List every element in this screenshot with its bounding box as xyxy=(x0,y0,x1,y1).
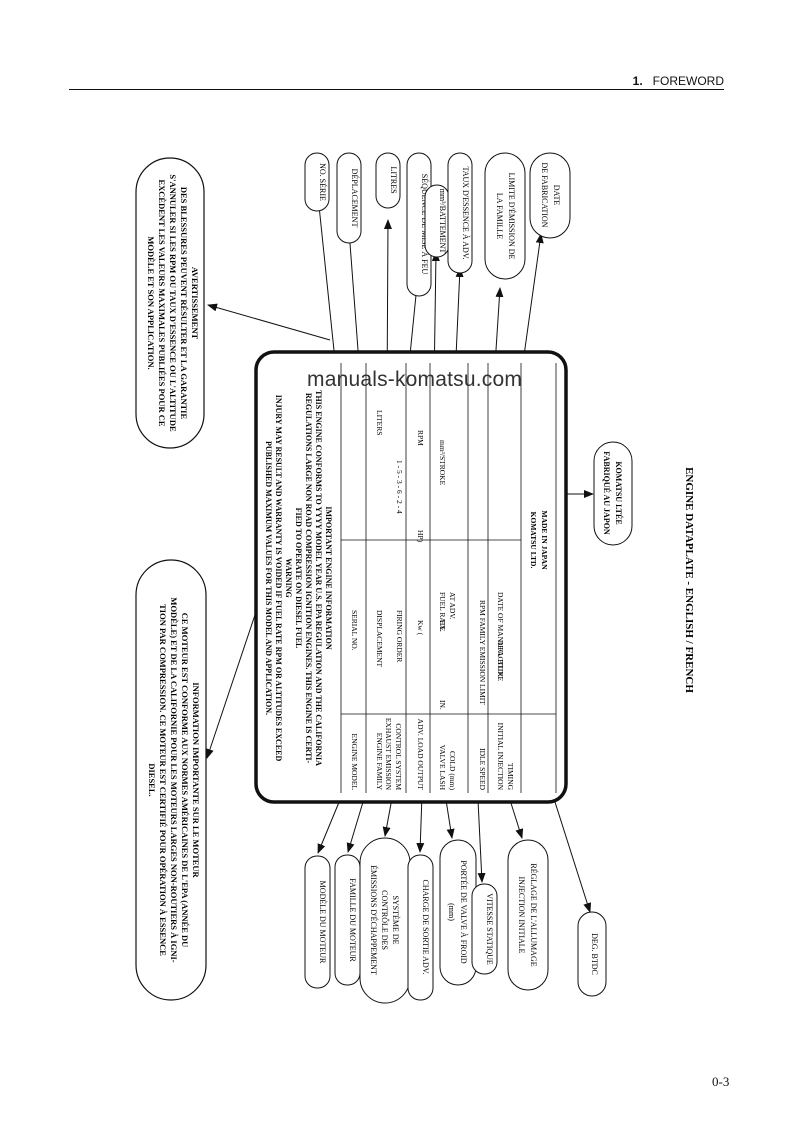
plate-heading-3: REGULATIONS LARGE NON ROAD COMPRESSION I… xyxy=(304,393,313,764)
plate-firing-order: FIRING ORDER xyxy=(395,610,404,662)
plate-ex: EX. xyxy=(438,620,447,632)
page-number: 0-3 xyxy=(712,1074,730,1089)
plate-timing: TIMING xyxy=(506,763,515,791)
plate-kw: Kw ( xyxy=(416,620,425,636)
top-callouts: NO. SÉRIE DÉPLACEMENT LITRES SÉQUENCE DE… xyxy=(304,152,571,297)
plate-idle-speed: IDLE SPEED xyxy=(478,748,487,790)
avert-title: AVERTISSEMENT xyxy=(190,267,200,340)
callout-systeme-2: CONTRÔLE DES xyxy=(380,890,390,950)
french-info-callout: INFORMATION IMPORTANTE SUR LE MOTEUR CE … xyxy=(135,559,207,1001)
callout-famille: FAMILLE DU MOTEUR xyxy=(348,878,357,962)
plate-in: IN. xyxy=(438,700,447,710)
fabrique-japon: FABRIQUÉ AU JAPON xyxy=(602,451,612,535)
chapter-title: FOREWORD xyxy=(652,74,724,88)
plate-cold-mm: COLD (mm) xyxy=(448,751,457,790)
plate-warning-1: INJURY MAY RESULT AND WARRANTY IS VOIDED… xyxy=(274,395,283,762)
plate-initial-injection: INITIAL INJECTION xyxy=(496,723,505,791)
plate-fuel-rate: FUEL RATE xyxy=(438,592,447,632)
callout-date-1: DATE xyxy=(552,185,561,206)
callout-vitesse: VITESSE STATIQUE xyxy=(485,893,494,965)
plate-heading-1: IMPORTANT ENGINE INFORMATION xyxy=(324,506,333,650)
plate-deg-btdc: DEG. BTDC xyxy=(496,640,505,679)
callout-deg-btdc: DEG. BTDC xyxy=(590,933,599,975)
chapter-number: 1. xyxy=(632,74,643,88)
bottom-callouts: MODÈLE DU MOTEUR FAMILLE DU MOTEUR SYSTÈ… xyxy=(304,837,607,1004)
avert-line-4: MODÈLE ET SON APPLICATION. xyxy=(146,236,156,369)
info-line-1: CE MOTEUR EST CONFORME AUX NORMES AMÉRIC… xyxy=(180,613,190,948)
plate-made-in-japan: MADE IN JAPAN xyxy=(540,510,549,570)
plate-hp: HP) xyxy=(416,530,425,543)
info-line-3: TION PAR COMPRESSION. CE MOTEUR EST CERT… xyxy=(158,604,168,956)
callout-portee-1: PORTÉE DE VALVE À FROID xyxy=(459,860,469,964)
info-line-4: DIESEL. xyxy=(147,763,157,796)
plate-displacement: DISPLACEMENT xyxy=(375,610,384,668)
callout-deplacement: DÉPLACEMENT xyxy=(350,169,360,228)
plate-heading-2: THIS ENGINE CONFORMS TO YYYY MODEL YEAR … xyxy=(314,390,323,766)
info-line-2: MODÈLE) ET DE LA CALIFORNIE POUR LES MOT… xyxy=(169,597,179,962)
plate-rpm: RPM xyxy=(416,430,425,446)
callout-limite-1: LIMITE D'ÉMISSION DE xyxy=(507,173,517,260)
plate-valve-lash: VALVE LASH xyxy=(438,745,447,791)
callout-no-serie: NO. SÉRIE xyxy=(318,163,328,201)
callout-reglage-1: RÉGLAGE DE L'ALLUMAGE xyxy=(529,863,539,966)
plate-exhaust-emission: EXHAUST EMISSION xyxy=(384,718,393,791)
plate-warning-title: WARNING xyxy=(284,558,293,598)
callout-systeme-1: SYSTÈME DE xyxy=(391,895,401,944)
plate-heading-4: FIED TO OPERATE ON DIESEL FUEL xyxy=(294,508,303,649)
callout-modele: MODÈLE DU MOTEUR xyxy=(318,881,328,964)
callout-portee-2: (mm) xyxy=(447,903,456,921)
callout-taux-essence: TAUX D'ESSENCE À ADV. xyxy=(461,166,471,259)
plate-firing-order-value: 1 - 5 - 3 - 6 - 2 - 4 xyxy=(395,460,404,514)
plate-control-system: CONTROL SYSTEM xyxy=(394,723,403,790)
plate-mm3-stroke: mm³/STROKE xyxy=(438,440,447,486)
plate-engine-model: ENGINE MODEL xyxy=(350,734,359,791)
page-header: 1. FOREWORD xyxy=(633,74,724,88)
avert-line-1: DES BLESSURES PEUVENT RÉSULTER ET LA GAR… xyxy=(179,187,189,420)
figure-title: ENGINE DATAPLATE - ENGLISH / FRENCH xyxy=(683,467,695,693)
info-title: INFORMATION IMPORTANTE SUR LE MOTEUR xyxy=(191,682,201,878)
plate-rpm-family: RPM FAMILY EMISSION LIMIT xyxy=(478,600,487,705)
watermark: manuals-komatsu.com xyxy=(307,368,523,391)
plate-serial-no: SERIAL NO. xyxy=(350,610,359,651)
plate-warning-2: PUBLISHED MAXIMUM VALUES FOR THIS MODEL … xyxy=(264,441,273,715)
komatsu-ltee-callout: KOMATSU LTÉE FABRIQUÉ AU JAPON xyxy=(593,441,633,546)
dataplate: IMPORTANT ENGINE INFORMATION THIS ENGINE… xyxy=(254,350,568,804)
plate-date-of-manufacture: DATE OF MANUFACTURE xyxy=(496,592,505,681)
callout-charge: CHARGE DE SORTIE ADV. xyxy=(421,880,430,975)
plate-engine-family: ENGINE FAMILY xyxy=(375,733,384,791)
plate-adv-load-output: ADV. LOAD OUTPUT xyxy=(416,719,425,791)
plate-komatsu-ltd: KOMATSU LTD. xyxy=(529,512,538,569)
callout-limite-2: LA FAMILLE xyxy=(495,193,504,239)
plate-liters: LITERS xyxy=(375,410,384,435)
callout-date-2: DE FABRICATION xyxy=(540,163,549,228)
komatsu-ltee: KOMATSU LTÉE xyxy=(614,461,624,524)
header-rule xyxy=(69,89,724,90)
callout-litres: LITRES xyxy=(389,166,398,193)
plate-at-adv: AT ADV. xyxy=(448,592,457,620)
avert-line-2: S'ANNULER SI LES RPM OU TAUX D'ESSENCE O… xyxy=(168,174,178,432)
callout-systeme-3: ÉMISSIONS D'ÉCHAPPEMENT xyxy=(369,865,379,975)
callout-reglage-2: INJECTION INITIALE xyxy=(517,876,526,953)
avertissement-callout: AVERTISSEMENT DES BLESSURES PEUVENT RÉSU… xyxy=(135,157,205,449)
callout-mm3-battement: mm³/BATTEMENT xyxy=(438,189,447,254)
avert-line-3: EXCÈDENT LES VALEURS MAXIMALES PUBLIÉES … xyxy=(157,179,167,426)
